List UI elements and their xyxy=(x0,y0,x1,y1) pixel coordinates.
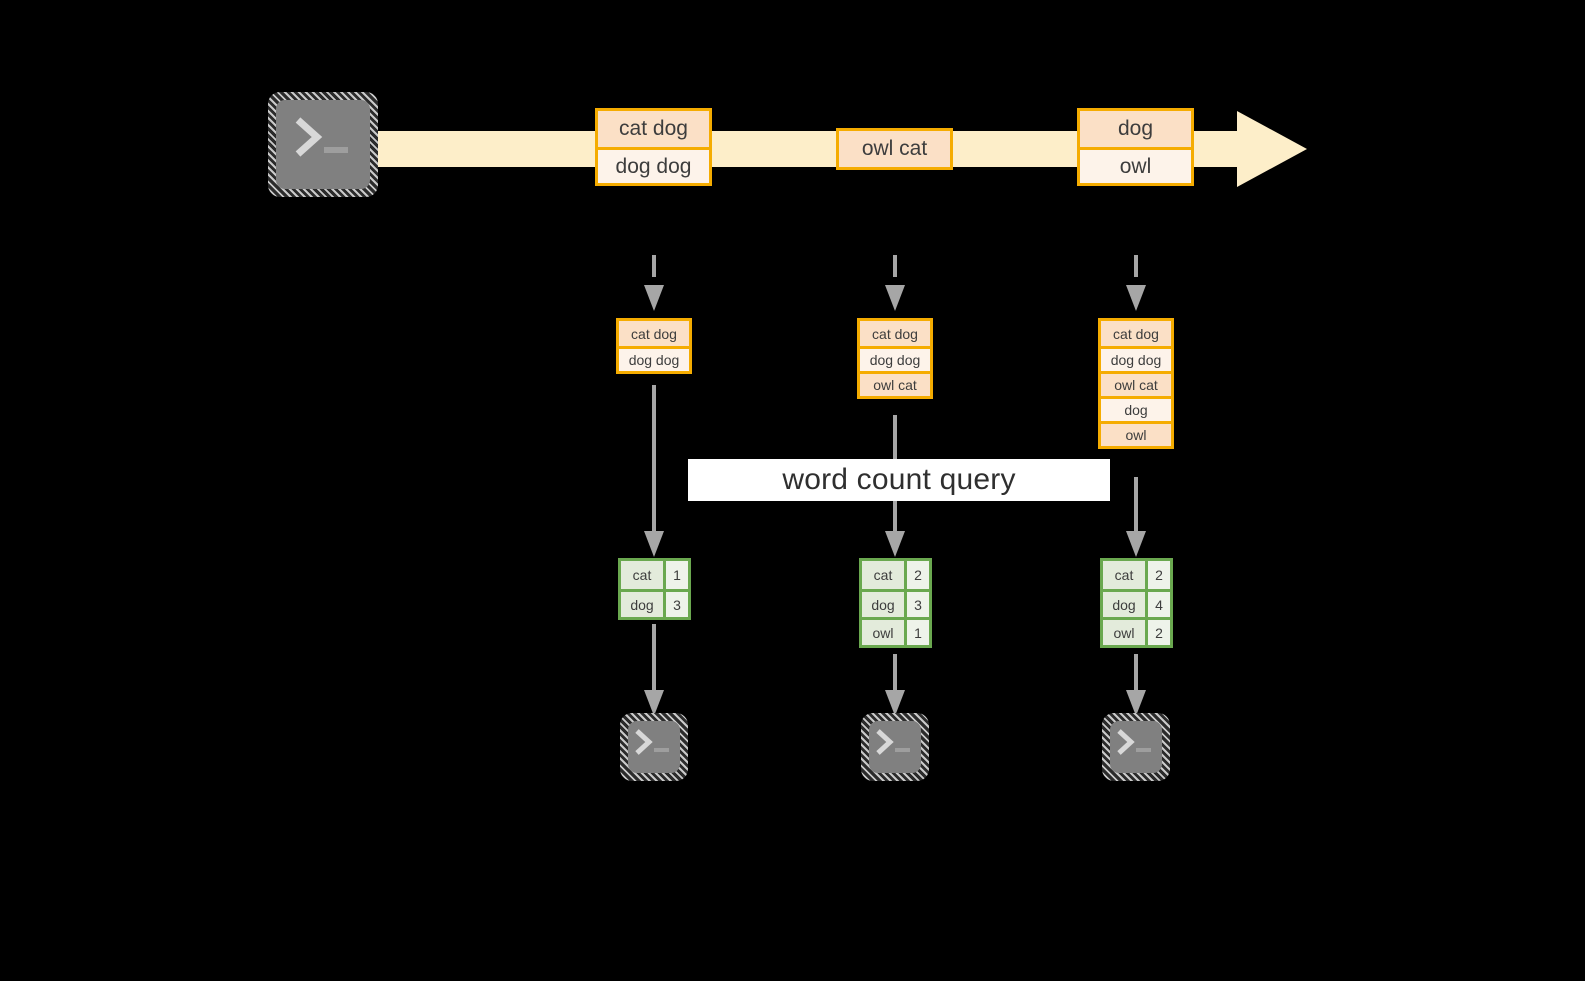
snapshot-stack-2: cat dog dog dog owl cat xyxy=(857,318,933,399)
snapshot-line: dog dog xyxy=(860,346,930,371)
output-connector-3 xyxy=(1125,654,1147,716)
query-label-banner: word count query xyxy=(688,459,1110,501)
terminal-prompt-glyph xyxy=(620,713,688,781)
terminal-prompt-glyph xyxy=(861,713,929,781)
terminal-body xyxy=(1110,721,1162,773)
output-connector-1 xyxy=(643,624,665,716)
result-count: 1 xyxy=(663,561,688,589)
result-row: dog 3 xyxy=(621,589,688,617)
query-label-text: word count query xyxy=(782,463,1016,496)
result-word: dog xyxy=(862,592,904,617)
result-word: dog xyxy=(1103,592,1145,617)
terminal-body xyxy=(276,100,370,189)
dashed-connector-3 xyxy=(1125,255,1147,311)
dashed-connector-1 xyxy=(643,255,665,311)
producer-terminal-icon xyxy=(268,92,378,197)
stream-event-line: owl xyxy=(1080,147,1191,183)
snapshot-line: owl cat xyxy=(1101,371,1171,396)
result-table-2: cat 2 dog 3 owl 1 xyxy=(859,558,932,648)
snapshot-line: dog dog xyxy=(619,346,689,371)
stream-event-line: dog xyxy=(1080,111,1191,147)
result-count: 4 xyxy=(1145,592,1170,617)
snapshot-line: dog xyxy=(1101,396,1171,421)
result-row: dog 4 xyxy=(1103,589,1170,617)
stream-event-line: dog dog xyxy=(598,147,709,183)
result-count: 2 xyxy=(904,561,929,589)
consumer-terminal-icon-1 xyxy=(620,713,688,781)
snapshot-line: owl xyxy=(1101,421,1171,446)
snapshot-line: owl cat xyxy=(860,371,930,396)
stream-event-group-1: cat dog dog dog xyxy=(595,108,712,186)
result-count: 3 xyxy=(663,592,688,617)
result-row: cat 2 xyxy=(862,561,929,589)
terminal-prompt-glyph xyxy=(1102,713,1170,781)
terminal-body xyxy=(628,721,680,773)
snapshot-line: dog dog xyxy=(1101,346,1171,371)
result-count: 3 xyxy=(904,592,929,617)
result-table-1: cat 1 dog 3 xyxy=(618,558,691,620)
result-row: dog 3 xyxy=(862,589,929,617)
result-row: cat 1 xyxy=(621,561,688,589)
dashed-connector-2 xyxy=(884,255,906,311)
result-word: owl xyxy=(862,620,904,645)
result-row: owl 1 xyxy=(862,617,929,645)
query-connector-3 xyxy=(1125,477,1147,557)
query-connector-1 xyxy=(643,385,665,557)
snapshot-line: cat dog xyxy=(860,321,930,346)
stream-event-line: cat dog xyxy=(598,111,709,147)
stream-event-group-3: dog owl xyxy=(1077,108,1194,186)
output-connector-2 xyxy=(884,654,906,716)
snapshot-stack-1: cat dog dog dog xyxy=(616,318,692,374)
stream-event-line: owl cat xyxy=(839,131,950,167)
result-row: cat 2 xyxy=(1103,561,1170,589)
stream-event-group-2: owl cat xyxy=(836,128,953,170)
snapshot-line: cat dog xyxy=(619,321,689,346)
terminal-prompt-glyph xyxy=(268,92,378,197)
terminal-body xyxy=(869,721,921,773)
result-count: 2 xyxy=(1145,561,1170,589)
result-count: 2 xyxy=(1145,620,1170,645)
result-word: cat xyxy=(862,561,904,589)
consumer-terminal-icon-3 xyxy=(1102,713,1170,781)
consumer-terminal-icon-2 xyxy=(861,713,929,781)
result-word: cat xyxy=(1103,561,1145,589)
snapshot-stack-3: cat dog dog dog owl cat dog owl xyxy=(1098,318,1174,449)
snapshot-line: cat dog xyxy=(1101,321,1171,346)
result-count: 1 xyxy=(904,620,929,645)
result-table-3: cat 2 dog 4 owl 2 xyxy=(1100,558,1173,648)
result-word: cat xyxy=(621,561,663,589)
result-word: dog xyxy=(621,592,663,617)
result-word: owl xyxy=(1103,620,1145,645)
result-row: owl 2 xyxy=(1103,617,1170,645)
